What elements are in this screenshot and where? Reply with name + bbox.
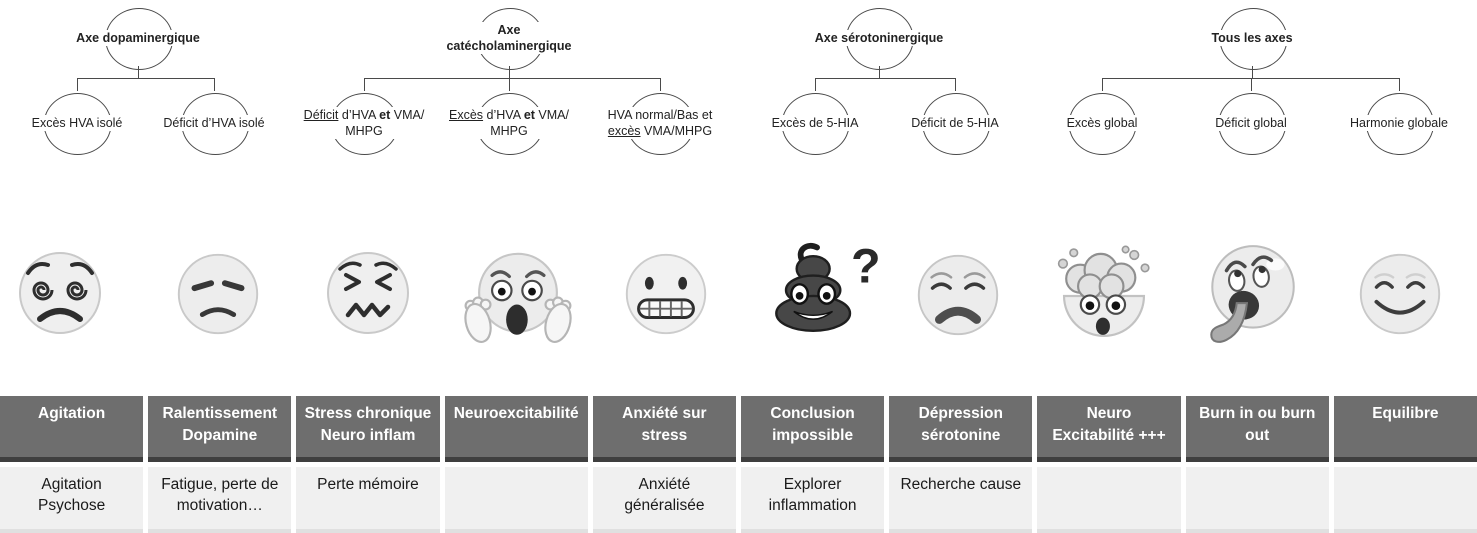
weary-face-icon [917, 254, 999, 336]
node-label: Harmonie globale [1347, 114, 1451, 132]
connector-line [1252, 66, 1253, 78]
smiling-face-icon [1359, 253, 1441, 335]
tree4-parent-node: Tous les axes [1208, 8, 1296, 70]
connector-line [1399, 78, 1400, 91]
connector-line [77, 78, 214, 79]
connector-line [815, 78, 955, 79]
screaming-face-icon [464, 252, 572, 343]
dizzy-face-icon [19, 252, 101, 334]
connector-line [1102, 78, 1399, 79]
node-label: Excès HVA isolé [28, 114, 126, 132]
table-cell [1037, 467, 1181, 533]
table-header-stress-chronique: Stress chronique Neuro inflam [296, 396, 440, 462]
table-header-burn-in-ou-burn-out: Burn in ou burn out [1185, 396, 1329, 462]
table-header-depression-serotonine: Dépression sérotonine [889, 396, 1033, 462]
table-cell [1333, 467, 1477, 533]
table-cell: Explorer inflammation [740, 467, 885, 533]
tree4-child-node: Excès global [1063, 93, 1141, 155]
summary-table: Agitation Ralentissement Dopamine Stress… [0, 396, 1477, 533]
table-cell [444, 467, 588, 533]
node-label: Axe sérotoninergique [811, 29, 947, 47]
tree1-parent-node: Axe dopaminergique [73, 8, 203, 70]
connector-line [879, 66, 880, 78]
connector-line [138, 66, 139, 78]
tree3-child-node: Excès de 5-HIA [768, 93, 862, 155]
connector-line [214, 78, 215, 91]
node-label: Déficit d’HVA isolé [160, 114, 268, 132]
tree3-child-node: Déficit de 5-HIA [908, 93, 1002, 155]
node-label: Déficit d’HVA et VMA/MHPG [300, 106, 428, 140]
table-header-neuroexcitabilite: Neuroexcitabilité [444, 396, 588, 462]
table-header-equilibre: Equilibre [1333, 396, 1477, 462]
connector-line [364, 78, 660, 79]
connector-line [509, 78, 510, 91]
table-cell: Fatigue, perte de motivation… [148, 467, 292, 533]
connector-line [955, 78, 956, 91]
node-label: Déficit de 5-HIA [908, 114, 1002, 132]
svg-text:?: ? [851, 239, 881, 293]
node-label: Excès de 5-HIA [768, 114, 862, 132]
connector-line [1251, 78, 1252, 91]
tree1-child-node: Excès HVA isolé [28, 93, 126, 155]
connector-line [815, 78, 816, 91]
table-cell [1185, 467, 1329, 533]
node-label: Excès d’HVA et VMA/MHPG [446, 106, 572, 140]
confounded-face-icon [327, 252, 409, 334]
table-cell: Agitation Psychose [0, 467, 144, 533]
connector-line [1102, 78, 1103, 91]
table-header-ralentissement-dopamine: Ralentissement Dopamine [148, 396, 292, 462]
tree4-child-node: Harmonie globale [1347, 93, 1451, 155]
exploding-head-icon [1057, 245, 1150, 338]
table-header-conclusion-impossible: Conclusion impossible [740, 396, 885, 462]
connector-line [660, 78, 661, 91]
tree2-child-node: Excès d’HVA et VMA/MHPG [446, 93, 572, 155]
node-label: Déficit global [1212, 114, 1290, 132]
table-cell: Recherche cause [889, 467, 1033, 533]
tree2-child-node: Déficit d’HVA et VMA/MHPG [300, 93, 428, 155]
tree3-parent-node: Axe sérotoninergique [811, 8, 947, 70]
unamused-face-icon [177, 253, 259, 335]
pile-of-poo-question-icon: ? [775, 239, 881, 333]
connector-line [509, 66, 510, 78]
node-label: Axe dopaminergique [73, 29, 203, 47]
connector-line [364, 78, 365, 91]
table-cell: Perte mémoire [296, 467, 440, 533]
tree1-child-node: Déficit d’HVA isolé [160, 93, 268, 155]
grimacing-face-icon [625, 253, 707, 335]
tree4-child-node: Déficit global [1212, 93, 1290, 155]
node-label: Tous les axes [1208, 29, 1296, 47]
exhausted-tongue-face-icon [1210, 245, 1295, 343]
table-header-anxiete-sur-stress: Anxiété sur stress [592, 396, 736, 462]
connector-line [77, 78, 78, 91]
table-cell: Anxiété généralisée [592, 467, 736, 533]
node-label: Excès global [1063, 114, 1141, 132]
table-header-neuro-excitabilite-plus: Neuro Excitabilité +++ [1037, 396, 1181, 462]
table-header-agitation: Agitation [0, 396, 144, 462]
